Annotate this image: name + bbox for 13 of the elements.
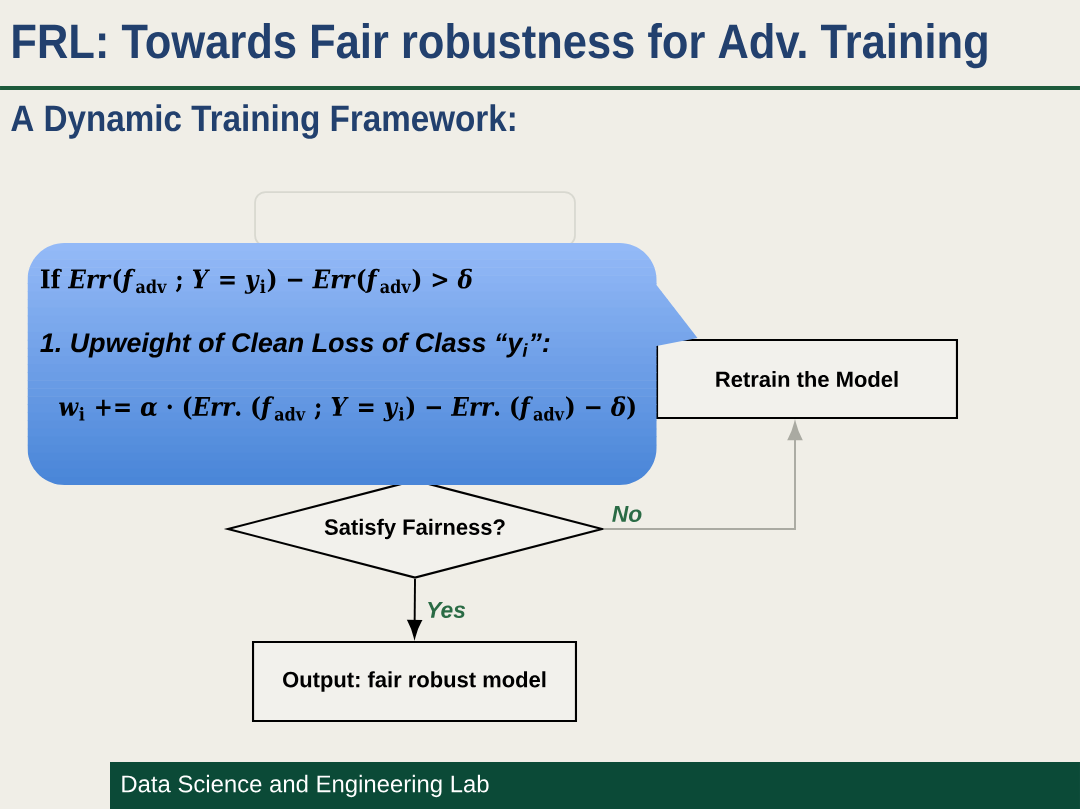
process-box: Output: fair robust model: [252, 640, 578, 723]
footer-text: Data Science and Engineering Lab: [122, 774, 489, 798]
node-label: If Err(f$_{adv}$ ; Y = y$_{i}$) − Err(f$_{adv}$) > δ: [40, 268, 472, 294]
edge-label: No: [610, 504, 644, 524]
edge-label: Yes: [424, 600, 468, 620]
callout-text: If Err(f$_{adv}$ ; Y = y$_{i}$) − Err(f$_{adv}$) > δ 1. Upweight of Clean Loss of Class “y$_{i}$”: w$_{i}$ += α · (Err. (f$_{adv}$ ; Y = y$_{i}$) − Err. (f$_{adv}$) − δ): [40, 268, 635, 422]
slide-title: FRL: Towards Fair robustness for Adv. Training: [13, 23, 987, 69]
process-box: Retrain the Model: [655, 338, 959, 420]
arrow: [602, 422, 803, 530]
node-label: w$_{i}$ += α · (Err. (f$_{adv}$ ; Y = y$_{i}$) − Err. (f$_{adv}$) − δ): [59, 396, 635, 422]
node-label: 1. Upweight of Clean Loss of Class “y$_{i}$”:: [40, 332, 550, 358]
subtitle: A Dynamic Training Framework:: [11, 104, 515, 139]
callout-bubble: [27, 243, 698, 485]
